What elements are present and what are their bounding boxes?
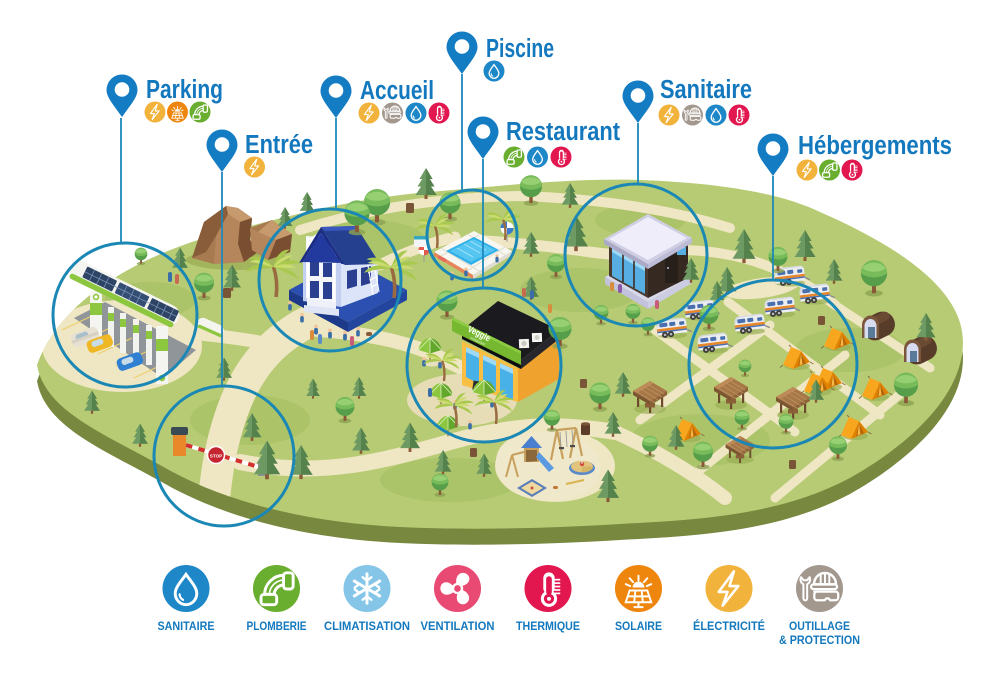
svg-text:PLOMBERIE: PLOMBERIE bbox=[247, 619, 307, 633]
svg-text:OUTILLAGE: OUTILLAGE bbox=[789, 619, 850, 633]
svg-text:Sanitaire: Sanitaire bbox=[660, 76, 752, 104]
svg-text:restaurant: restaurant bbox=[470, 336, 486, 347]
svg-text:STOP: STOP bbox=[210, 454, 222, 459]
svg-text:VENTILATION: VENTILATION bbox=[421, 619, 495, 633]
svg-text:Piscine: Piscine bbox=[486, 35, 554, 63]
svg-text:Restaurant: Restaurant bbox=[506, 118, 620, 146]
svg-text:Entrée: Entrée bbox=[245, 131, 313, 159]
svg-text:ÉLECTRICITÉ: ÉLECTRICITÉ bbox=[693, 618, 765, 633]
svg-text:Parking: Parking bbox=[146, 76, 223, 104]
svg-text:CLIMATISATION: CLIMATISATION bbox=[324, 619, 410, 633]
svg-text:Hébergements: Hébergements bbox=[798, 132, 952, 160]
svg-text:Accueil: Accueil bbox=[360, 77, 434, 105]
svg-text:SANITAIRE: SANITAIRE bbox=[158, 619, 215, 633]
svg-text:& PROTECTION: & PROTECTION bbox=[779, 633, 860, 647]
svg-text:SOLAIRE: SOLAIRE bbox=[615, 619, 662, 633]
svg-text:THERMIQUE: THERMIQUE bbox=[516, 619, 580, 633]
